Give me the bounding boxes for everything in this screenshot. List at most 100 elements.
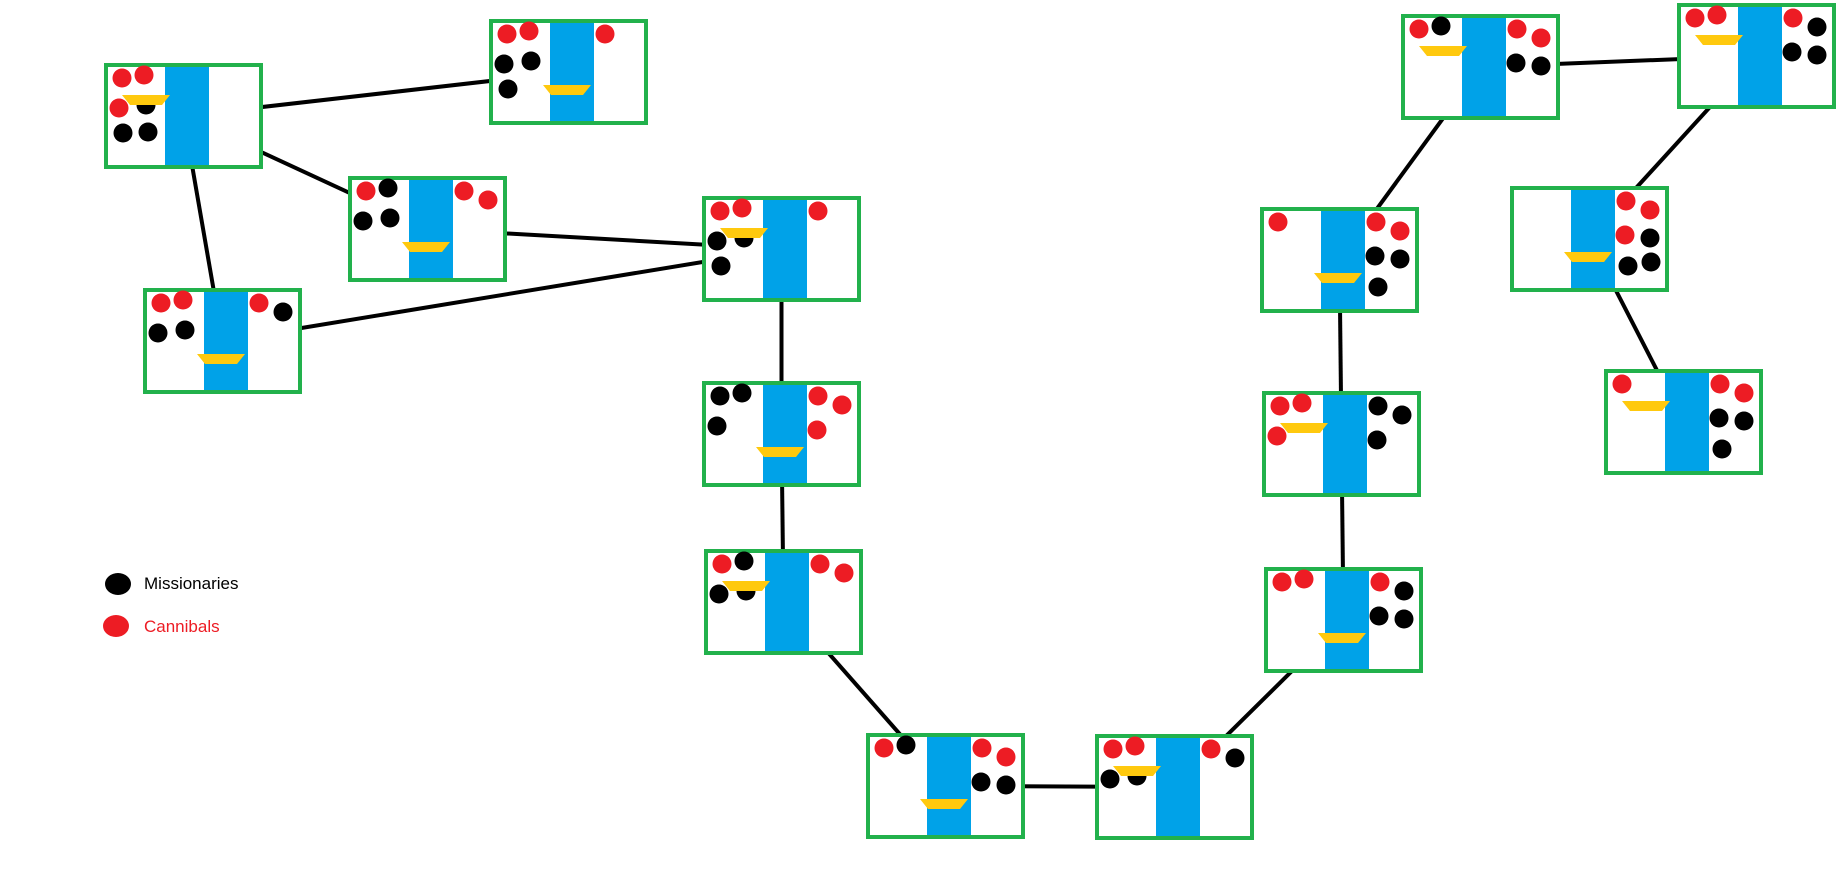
cannibal-icon <box>1734 383 1754 403</box>
cannibal-icon <box>1615 225 1635 245</box>
cannibal-icon <box>996 747 1016 767</box>
boat-icon <box>920 799 968 809</box>
river-strip <box>1665 373 1709 471</box>
cannibal-icon <box>595 24 615 44</box>
cannibal-icon <box>834 563 854 583</box>
cannibal-icon <box>1409 19 1429 39</box>
boat-icon <box>722 581 770 591</box>
boat-icon <box>1622 401 1670 411</box>
cannibal-icon <box>1294 569 1314 589</box>
cannibal-icon <box>1685 8 1705 28</box>
cannibal-icon <box>1272 572 1292 592</box>
missionary-icon <box>1641 252 1661 272</box>
cannibal-icon <box>1103 739 1123 759</box>
boat-icon <box>1695 35 1743 45</box>
missionary-icon <box>1390 249 1410 269</box>
missionary-icon <box>353 211 373 231</box>
missionary-icon <box>896 735 916 755</box>
missionary-icon <box>273 302 293 322</box>
state-box-s14 <box>1677 3 1836 109</box>
boat-icon <box>1280 423 1328 433</box>
cannibal-icon <box>1201 739 1221 759</box>
river-strip <box>204 292 248 390</box>
missionary-icon <box>996 775 1016 795</box>
missionary-icon <box>494 54 514 74</box>
cannibal-icon <box>151 293 171 313</box>
boat-icon <box>543 85 591 95</box>
states-layer <box>104 3 1836 840</box>
state-box-s16 <box>1604 369 1763 475</box>
missionary-icon <box>1807 17 1827 37</box>
river-strip <box>1571 190 1615 288</box>
missionary-icon <box>1807 45 1827 65</box>
cannibal-icon <box>1270 396 1290 416</box>
boat-icon <box>1564 252 1612 262</box>
missionary-icon <box>1367 430 1387 450</box>
cannibals-legend-label: Cannibals <box>144 617 220 636</box>
state-box-s4 <box>348 176 507 282</box>
missionary-icon <box>521 51 541 71</box>
state-box-s9 <box>1095 734 1254 840</box>
cannibal-icon <box>710 201 730 221</box>
river-strip <box>1325 571 1369 669</box>
river-strip <box>1321 211 1365 309</box>
boat-icon <box>1113 766 1161 776</box>
state-box-s7 <box>704 549 863 655</box>
missionary-icon <box>175 320 195 340</box>
missionary-icon <box>1531 56 1551 76</box>
cannibal-icon <box>1125 736 1145 756</box>
river-strip <box>165 67 209 165</box>
river-strip <box>409 180 453 278</box>
missionary-legend-icon <box>105 573 131 595</box>
missionary-icon <box>711 256 731 276</box>
missionary-icon <box>732 383 752 403</box>
boat-icon <box>1314 273 1362 283</box>
missionary-icon <box>1225 748 1245 768</box>
cannibal-icon <box>1616 191 1636 211</box>
state-box-s13 <box>1401 14 1560 120</box>
missionary-icon <box>710 386 730 406</box>
cannibal-icon <box>874 738 894 758</box>
missionary-icon <box>1734 411 1754 431</box>
missionary-icon <box>707 231 727 251</box>
boat-icon <box>756 447 804 457</box>
cannibal-icon <box>972 738 992 758</box>
missionary-icon <box>1100 769 1120 789</box>
river-strip <box>927 737 971 835</box>
river-strip <box>1462 18 1506 116</box>
cannibal-icon <box>356 181 376 201</box>
missionary-icon <box>1431 16 1451 36</box>
state-box-s5 <box>702 196 861 302</box>
missionary-icon <box>971 772 991 792</box>
state-box-s15 <box>1510 186 1669 292</box>
missionary-icon <box>380 208 400 228</box>
cannibal-icon <box>832 395 852 415</box>
cannibal-icon <box>1531 28 1551 48</box>
missionary-icon <box>1368 277 1388 297</box>
state-box-s10 <box>1264 567 1423 673</box>
cannibal-icon <box>497 24 517 44</box>
cannibal-icon <box>454 181 474 201</box>
cannibal-icon <box>810 554 830 574</box>
missionary-icon <box>1365 246 1385 266</box>
missionary-icon <box>1394 609 1414 629</box>
missionary-icon <box>1782 42 1802 62</box>
edges-layer <box>181 54 1758 789</box>
state-box-s3 <box>143 288 302 394</box>
missionary-icon <box>709 584 729 604</box>
cannibal-icon <box>808 201 828 221</box>
cannibal-icon <box>1268 212 1288 232</box>
missionary-icon <box>148 323 168 343</box>
missionary-icon <box>1392 405 1412 425</box>
cannibal-icon <box>1267 426 1287 446</box>
state-box-s8 <box>866 733 1025 839</box>
cannibal-icon <box>1366 212 1386 232</box>
river-strip <box>763 385 807 483</box>
cannibal-icon <box>173 290 193 310</box>
missionary-icon <box>1394 581 1414 601</box>
state-box-s2 <box>489 19 648 125</box>
river-strip <box>1156 738 1200 836</box>
cannibal-icon <box>112 68 132 88</box>
cannibal-icon <box>478 190 498 210</box>
cannibal-icon <box>1707 5 1727 25</box>
